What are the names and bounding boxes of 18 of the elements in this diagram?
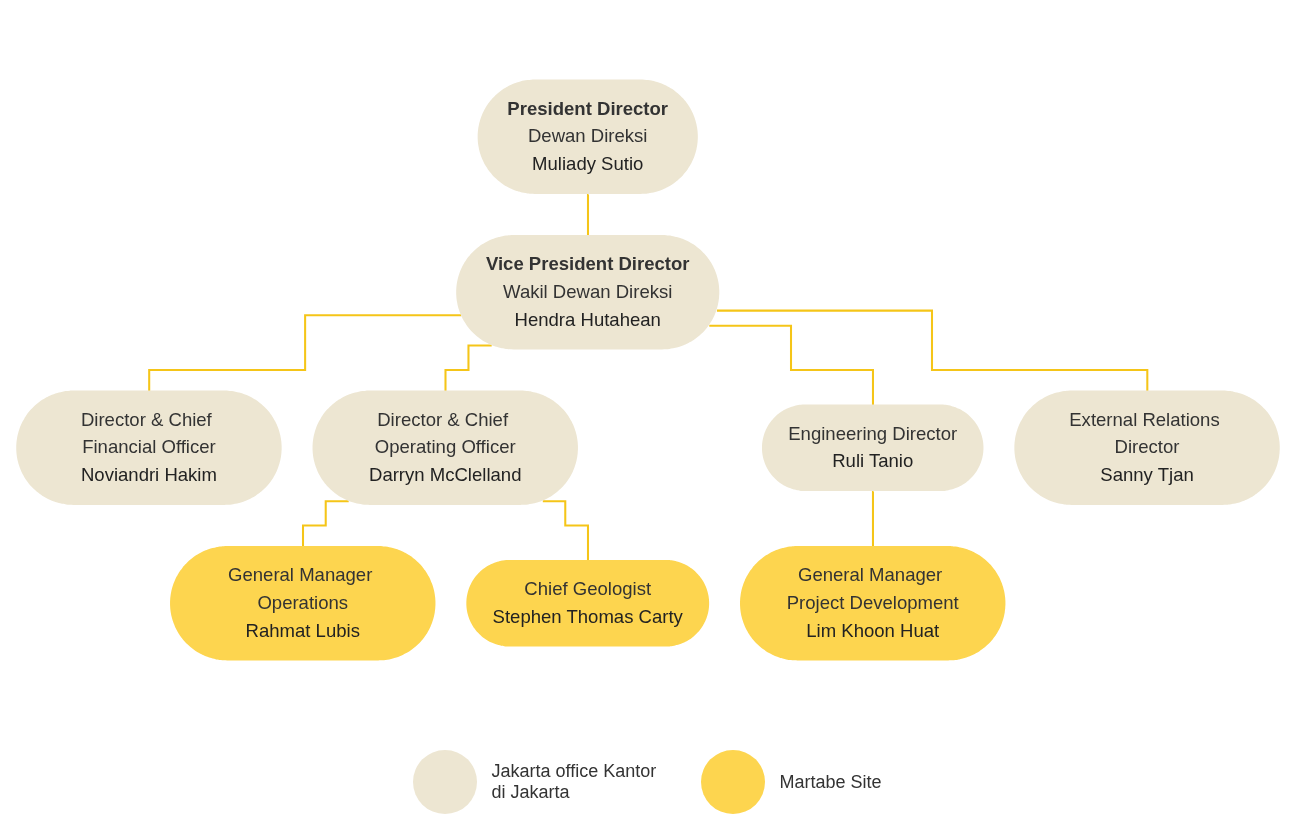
node-box: External Relations Director Sanny Tjan xyxy=(1013,390,1280,505)
connector xyxy=(542,500,589,562)
node-box: Director & Chief Financial Officer Noviandri Hakim xyxy=(15,390,282,505)
legend-text: Jakarta office Kantor di Jakarta xyxy=(491,761,658,803)
legend-text: Martabe Site xyxy=(779,771,882,793)
node-box: General Manager Project Development Lim Khoon Huat xyxy=(739,546,1005,661)
node-box: General Manager Operations Rahmat Lubis xyxy=(169,546,435,661)
connector xyxy=(301,500,349,548)
node-box: Engineering Director Ruli Tanio xyxy=(761,404,983,491)
node-box: Director & Chief Operating Officer Darryn McClelland xyxy=(312,390,578,505)
node-box: Chief Geologist Stephen Thomas Carty xyxy=(465,560,709,647)
connector xyxy=(871,490,874,548)
connector xyxy=(708,324,874,407)
connector xyxy=(586,193,589,237)
connector xyxy=(716,309,1149,393)
connector xyxy=(443,344,492,393)
node-box: Vice President Director Wakil Dewan Direksi Hendra Hutahean xyxy=(455,235,719,350)
connector xyxy=(147,314,461,393)
